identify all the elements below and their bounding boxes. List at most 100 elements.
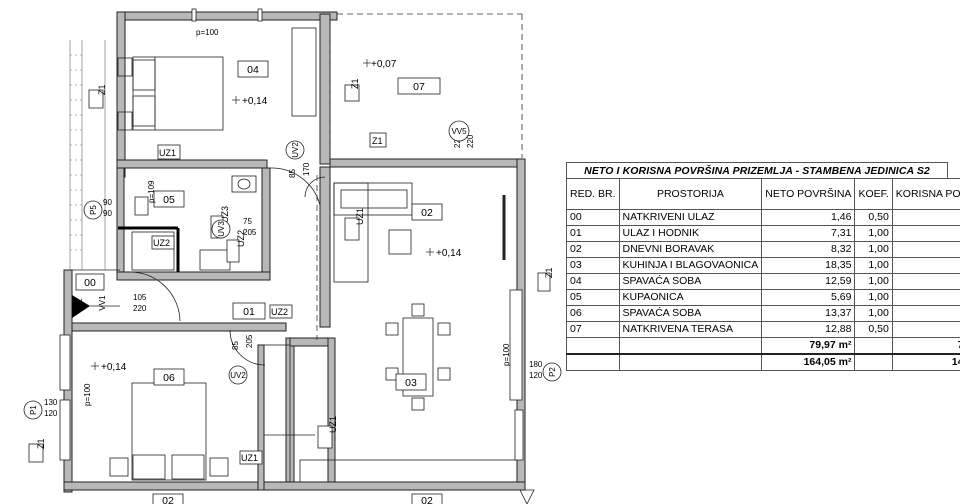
room-neto: 18,35 xyxy=(761,257,856,274)
dim-75: 75 xyxy=(243,217,252,226)
area-table-header: RED. BR. PROSTORIJA NETO POVRŠINA KOEF. … xyxy=(566,178,960,210)
room-neto: 12,88 xyxy=(761,321,856,338)
sum-empty-2 xyxy=(618,337,763,355)
sum-korisna: 72,80 m² xyxy=(891,337,960,355)
col-header-neto: NETO POVRŠINA xyxy=(761,178,856,210)
room-korisna: 13,37 xyxy=(891,305,960,322)
level-04: +0,14 xyxy=(242,96,268,107)
sum-empty-3 xyxy=(854,337,893,355)
windows xyxy=(59,8,524,461)
sum-empty-1 xyxy=(566,337,620,355)
room-name: KUPAONICA xyxy=(618,289,763,306)
room-koef: 0,50 xyxy=(854,321,893,338)
wall-details xyxy=(72,19,326,366)
sofa xyxy=(333,182,413,216)
room-tag-06: 06 xyxy=(163,372,175,384)
sum-neto: 79,97 m² xyxy=(761,337,856,355)
coffee-table xyxy=(388,229,412,255)
room-tag-01: 01 xyxy=(243,306,255,318)
marker-uv2-bottom: UV2 xyxy=(230,371,246,380)
marker-circles xyxy=(23,120,562,420)
dim-205-a: 205 xyxy=(243,228,257,237)
room-korisna: 5,69 xyxy=(891,289,960,306)
dim-90-b: 90 xyxy=(103,209,112,218)
dim-180: 180 xyxy=(529,360,543,369)
level-crosses xyxy=(91,59,434,370)
room-koef: 1,00 xyxy=(854,225,893,242)
wall-code-z1-e: Z1 xyxy=(36,438,46,449)
col-header-prostorija: PROSTORIJA xyxy=(618,178,763,210)
room-neto: 8,32 xyxy=(761,241,856,258)
dim-85-top: 85 xyxy=(288,169,297,178)
room-korisna: 18,35 xyxy=(891,257,960,274)
dim-90-a: 90 xyxy=(103,198,112,207)
room-num: 01 xyxy=(566,225,620,242)
room-name: ULAZ I HODNIK xyxy=(618,225,763,242)
room-name: DNEVNI BORAVAK xyxy=(618,241,763,258)
gross-empty-2 xyxy=(618,353,763,371)
room-neto: 7,31 xyxy=(761,225,856,242)
dim-85-bottom: 85 xyxy=(231,341,240,350)
dining-table xyxy=(402,317,434,397)
wall-code-uz2-b: UZ2 xyxy=(271,307,288,317)
marker-p5: P5 xyxy=(89,205,98,215)
wall-code-uz1-c: UZ1 xyxy=(328,416,338,433)
room-name: SPAVAĆA SOBA xyxy=(618,305,763,322)
dim-205-b: 205 xyxy=(245,334,254,348)
room-tag-00: 00 xyxy=(84,277,96,289)
wall-code-z1-c: Z1 xyxy=(97,84,107,95)
room-tag-02-lower-right: 02 xyxy=(421,495,433,504)
room-name: KUHINJA I BLAGOVAONICA xyxy=(618,257,763,274)
room-num: 03 xyxy=(566,257,620,274)
room-koef: 1,00 xyxy=(854,289,893,306)
wall-code-uz1-b: UZ1 xyxy=(355,208,365,225)
room-koef: 1,00 xyxy=(854,273,893,290)
marker-uv2-top: UV2 xyxy=(291,142,300,158)
room-tag-05: 05 xyxy=(163,194,175,206)
room-num: 07 xyxy=(566,321,620,338)
area-table-gross-row: 164,05 m² 149,70 m² xyxy=(566,353,960,371)
gross-empty-3 xyxy=(854,353,893,371)
stairs xyxy=(69,40,106,270)
wall-code-z1-b: Z1 xyxy=(372,136,383,146)
room-neto: 13,37 xyxy=(761,305,856,322)
marker-uv3: UV3 xyxy=(217,221,226,237)
room-num: 02 xyxy=(566,241,620,258)
room-korisna: 12,59 xyxy=(891,273,960,290)
wall-code-uz3: UZ3 xyxy=(220,206,230,223)
dim-105: 105 xyxy=(133,293,147,302)
wardrobe-04 xyxy=(291,27,317,117)
room-num: 06 xyxy=(566,305,620,322)
dim-130: 130 xyxy=(44,398,58,407)
col-header-red: RED. BR. xyxy=(566,178,620,210)
room-korisna: 6,44 xyxy=(891,321,960,338)
room-num: 00 xyxy=(566,209,620,226)
level-02: +0,14 xyxy=(436,248,462,259)
room-tag-02: 02 xyxy=(421,207,433,219)
room-num: 04 xyxy=(566,273,620,290)
level-07: +0,07 xyxy=(371,59,397,70)
area-table-title: NETO I KORISNA POVRŠINA PRIZEMLJA - STAM… xyxy=(566,162,948,178)
room-koef: 1,00 xyxy=(854,241,893,258)
room-neto: 5,69 xyxy=(761,289,856,306)
room-num: 05 xyxy=(566,289,620,306)
room-koef: 0,50 xyxy=(854,209,893,226)
dim-120-a: 120 xyxy=(529,371,543,380)
wall-code-uz1-d: UZ1 xyxy=(241,453,258,463)
room-tag-07: 07 xyxy=(413,81,425,93)
wall-code-uz2-c: UZ2 xyxy=(236,230,246,247)
entrance-arrow-icon xyxy=(72,295,90,318)
dim-220-c: 220 xyxy=(133,304,147,313)
level-06: +0,14 xyxy=(101,362,127,373)
wall-code-uz1-a: UZ1 xyxy=(159,148,176,158)
room-korisna: 8,32 xyxy=(891,241,960,258)
room-tags xyxy=(75,60,443,504)
room-neto: 12,59 xyxy=(761,273,856,290)
